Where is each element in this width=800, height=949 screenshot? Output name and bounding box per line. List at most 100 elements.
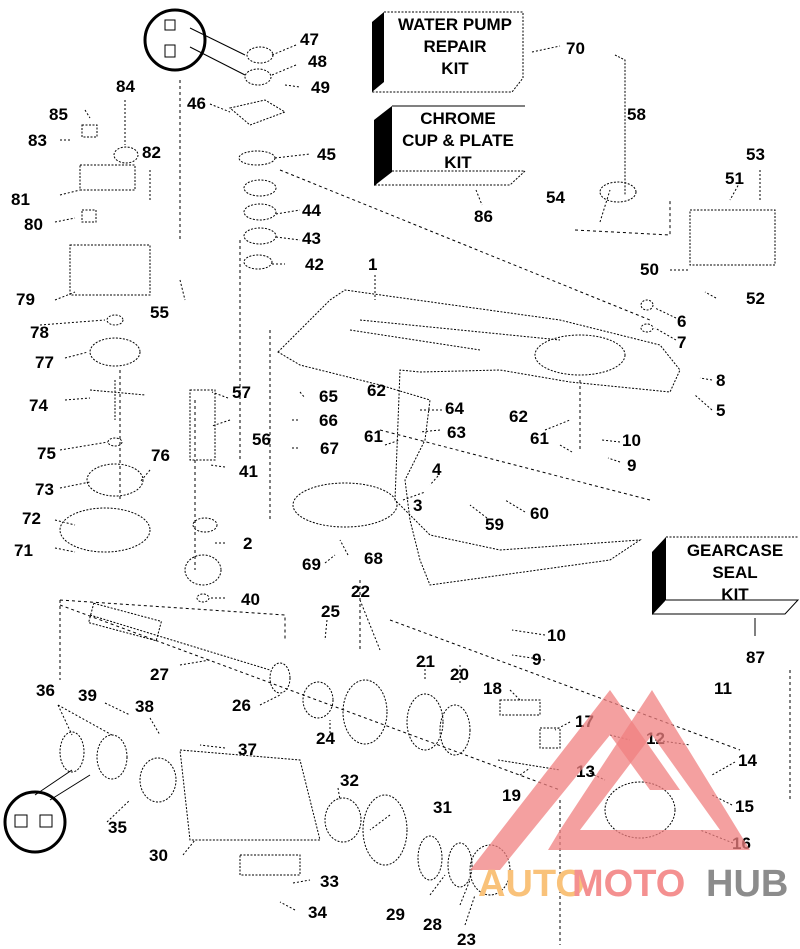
part-label[interactable]: 64 [445,399,464,418]
part-label[interactable]: 56 [252,430,271,449]
part-label[interactable]: 81 [11,190,30,209]
kit-label-line: GEARCASE [687,541,783,560]
part-label[interactable]: 79 [16,290,35,309]
part-label[interactable]: 43 [302,229,321,248]
part-label[interactable]: 74 [29,396,48,415]
part-label[interactable]: 62 [367,381,386,400]
part-label[interactable]: 62 [509,407,528,426]
part-label[interactable]: 1 [368,255,377,274]
part-label[interactable]: 66 [319,411,338,430]
part-label[interactable]: 41 [239,462,258,481]
part-label[interactable]: 70 [566,39,585,58]
part-label[interactable]: 58 [627,105,646,124]
part-label[interactable]: 76 [151,446,170,465]
part-label[interactable]: 28 [423,915,442,934]
part-label[interactable]: 15 [735,797,754,816]
part-label[interactable]: 75 [37,444,56,463]
part-label[interactable]: 57 [232,383,251,402]
part-label[interactable]: 32 [340,771,359,790]
part-label[interactable]: 47 [300,30,319,49]
part-label[interactable]: 10 [622,431,641,450]
part-label[interactable]: 48 [308,52,327,71]
watermark-triangle-right [548,690,750,850]
part-label[interactable]: 53 [746,145,765,164]
chrome-cup-plate-kit-box[interactable]: CHROME CUP & PLATE KIT [374,105,527,186]
part-label[interactable]: 37 [238,740,257,759]
part-labels: 47 48 49 46 45 44 43 42 84 85 83 82 81 8… [11,30,765,949]
part-label[interactable]: 84 [116,77,135,96]
part-label[interactable]: 34 [308,903,327,922]
part-label[interactable]: 65 [319,387,338,406]
part-label[interactable]: 19 [502,786,521,805]
kit-label-line: KIT [444,153,472,172]
part-label[interactable]: 52 [746,289,765,308]
leader-lines [39,44,761,926]
part-label[interactable]: 42 [305,255,324,274]
part-label[interactable]: 68 [364,549,383,568]
part-label[interactable]: 11 [714,679,732,698]
part-label[interactable]: 9 [532,650,541,669]
part-label[interactable]: 33 [320,872,339,891]
part-label[interactable]: 21 [416,652,435,671]
part-label[interactable]: 49 [311,78,330,97]
part-label[interactable]: 44 [302,201,321,220]
part-label[interactable]: 61 [530,429,549,448]
part-label[interactable]: 5 [716,401,725,420]
parts-sketches [59,46,776,896]
part-label[interactable]: 25 [321,602,340,621]
part-label[interactable]: 80 [24,215,43,234]
part-label[interactable]: 72 [22,509,41,528]
part-label[interactable]: 40 [241,590,260,609]
part-label[interactable]: 8 [716,371,725,390]
part-label[interactable]: 3 [413,496,422,515]
part-label[interactable]: 18 [483,679,502,698]
kit-label-line: WATER PUMP [398,15,512,34]
part-label[interactable]: 86 [474,207,493,226]
part-label[interactable]: 55 [150,303,169,322]
part-label[interactable]: 38 [135,697,154,716]
part-label[interactable]: 29 [386,905,405,924]
part-label[interactable]: 23 [457,930,476,949]
part-label[interactable]: 67 [320,439,339,458]
part-label[interactable]: 7 [677,333,686,352]
part-label[interactable]: 71 [14,541,33,560]
part-label[interactable]: 83 [28,131,47,150]
part-label[interactable]: 14 [738,751,757,770]
part-label[interactable]: 46 [187,94,206,113]
part-label[interactable]: 26 [232,696,251,715]
part-label[interactable]: 87 [746,648,765,667]
part-label[interactable]: 20 [450,665,469,684]
part-label[interactable]: 27 [150,665,169,684]
part-label[interactable]: 63 [447,423,466,442]
part-label[interactable]: 9 [627,456,636,475]
part-label[interactable]: 30 [149,846,168,865]
part-label[interactable]: 35 [108,818,127,837]
part-label[interactable]: 78 [30,323,49,342]
part-label[interactable]: 6 [677,312,686,331]
part-label[interactable]: 82 [142,143,161,162]
part-label[interactable]: 36 [36,681,55,700]
part-label[interactable]: 22 [351,582,370,601]
part-label[interactable]: 24 [316,729,335,748]
gearcase-seal-kit-box[interactable]: GEARCASE SEAL KIT [652,536,800,615]
part-label[interactable]: 2 [243,534,252,553]
automotohub-watermark: AUTO MOTO HUB [470,690,788,905]
part-label[interactable]: 77 [35,353,54,372]
part-label[interactable]: 45 [317,145,336,164]
water-pump-repair-kit-box[interactable]: WATER PUMP REPAIR KIT [372,11,524,93]
part-label[interactable]: 4 [432,460,442,479]
kit-label-line: SEAL [712,563,757,582]
part-label[interactable]: 54 [546,188,565,207]
watermark-auto: AUTO [478,863,585,905]
part-label[interactable]: 60 [530,504,549,523]
part-label[interactable]: 61 [364,427,383,446]
part-label[interactable]: 69 [302,555,321,574]
part-label[interactable]: 51 [725,169,744,188]
part-label[interactable]: 85 [49,105,68,124]
part-label[interactable]: 31 [433,798,452,817]
part-label[interactable]: 10 [547,626,566,645]
part-label[interactable]: 39 [78,686,97,705]
part-label[interactable]: 59 [485,515,504,534]
part-label[interactable]: 50 [640,260,659,279]
part-label[interactable]: 73 [35,480,54,499]
